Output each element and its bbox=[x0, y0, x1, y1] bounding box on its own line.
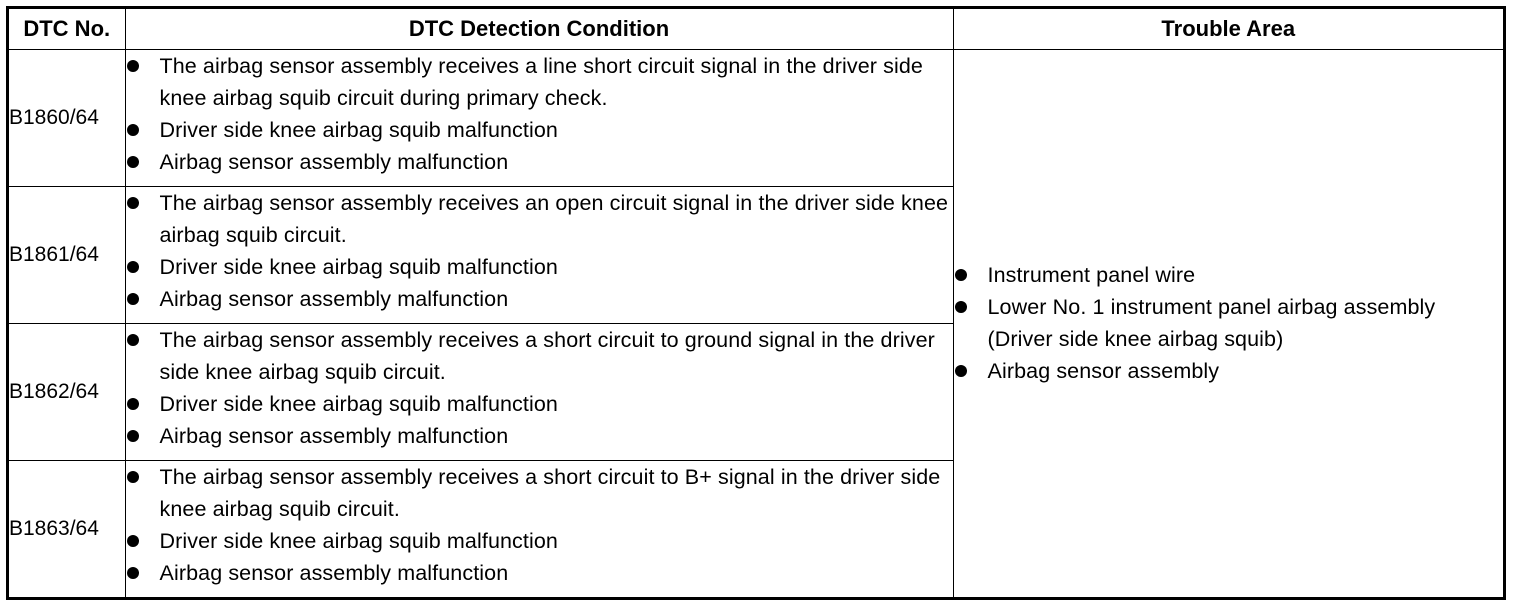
trouble-area-item: Instrument panel wire bbox=[954, 259, 1504, 291]
bullet-icon bbox=[126, 470, 139, 483]
bullet-icon bbox=[126, 566, 139, 579]
condition-item: The airbag sensor assembly receives a sh… bbox=[126, 324, 953, 388]
detection-condition-cell: The airbag sensor assembly receives a li… bbox=[124, 48, 954, 187]
dtc-code: B1860/64 bbox=[9, 48, 126, 187]
bullet-icon bbox=[126, 333, 139, 346]
condition-item: Driver side knee airbag squib malfunctio… bbox=[126, 251, 953, 283]
table-row: B1862/64 The airbag sensor assembly rece… bbox=[9, 322, 1503, 461]
header-dtc-no: DTC No. bbox=[9, 9, 126, 50]
condition-item: The airbag sensor assembly receives an o… bbox=[126, 187, 953, 251]
trouble-area-cell: Instrument panel wire Lower No. 1 instru… bbox=[952, 48, 1504, 597]
trouble-area-item: Lower No. 1 instrument panel airbag asse… bbox=[954, 291, 1504, 355]
bullet-icon bbox=[126, 292, 139, 305]
detection-condition-cell: The airbag sensor assembly receives a sh… bbox=[124, 459, 953, 597]
condition-item: Airbag sensor assembly malfunction bbox=[126, 146, 953, 178]
bullet-icon bbox=[126, 196, 139, 209]
dtc-code: B1861/64 bbox=[9, 185, 126, 324]
table-row: B1861/64 The airbag sensor assembly rece… bbox=[9, 185, 1503, 324]
bullet-icon bbox=[126, 59, 139, 72]
condition-item: The airbag sensor assembly receives a li… bbox=[126, 50, 953, 114]
header-detection-condition: DTC Detection Condition bbox=[124, 9, 954, 50]
condition-item: Airbag sensor assembly malfunction bbox=[126, 557, 953, 589]
bullet-icon bbox=[954, 301, 967, 314]
condition-item: Driver side knee airbag squib malfunctio… bbox=[126, 388, 953, 420]
header-row: DTC No. DTC Detection Condition Trouble … bbox=[9, 9, 1503, 50]
detection-condition-cell: The airbag sensor assembly receives a sh… bbox=[124, 322, 953, 461]
detection-condition-cell: The airbag sensor assembly receives an o… bbox=[124, 185, 953, 324]
bullet-icon bbox=[126, 260, 139, 273]
dtc-table-frame: DTC No. DTC Detection Condition Trouble … bbox=[6, 6, 1506, 600]
condition-item: Airbag sensor assembly malfunction bbox=[126, 283, 953, 315]
bullet-icon bbox=[126, 123, 139, 136]
trouble-area-item: Airbag sensor assembly bbox=[954, 355, 1504, 387]
bullet-icon bbox=[126, 429, 139, 442]
bullet-icon bbox=[126, 534, 139, 547]
bullet-icon bbox=[954, 269, 967, 282]
dtc-code: B1863/64 bbox=[9, 459, 126, 597]
bullet-icon bbox=[126, 155, 139, 168]
dtc-code: B1862/64 bbox=[9, 322, 126, 461]
table-row: B1863/64 The airbag sensor assembly rece… bbox=[9, 459, 1503, 597]
bullet-icon bbox=[954, 365, 967, 378]
condition-item: Driver side knee airbag squib malfunctio… bbox=[126, 525, 953, 557]
bullet-icon bbox=[126, 397, 139, 410]
table-row: B1860/64 The airbag sensor assembly rece… bbox=[9, 48, 1503, 597]
condition-item: Airbag sensor assembly malfunction bbox=[126, 420, 953, 452]
header-trouble-area: Trouble Area bbox=[952, 9, 1503, 50]
condition-item: The airbag sensor assembly receives a sh… bbox=[126, 461, 953, 525]
condition-item: Driver side knee airbag squib malfunctio… bbox=[126, 114, 953, 146]
dtc-table: DTC No. DTC Detection Condition Trouble … bbox=[9, 9, 1503, 597]
